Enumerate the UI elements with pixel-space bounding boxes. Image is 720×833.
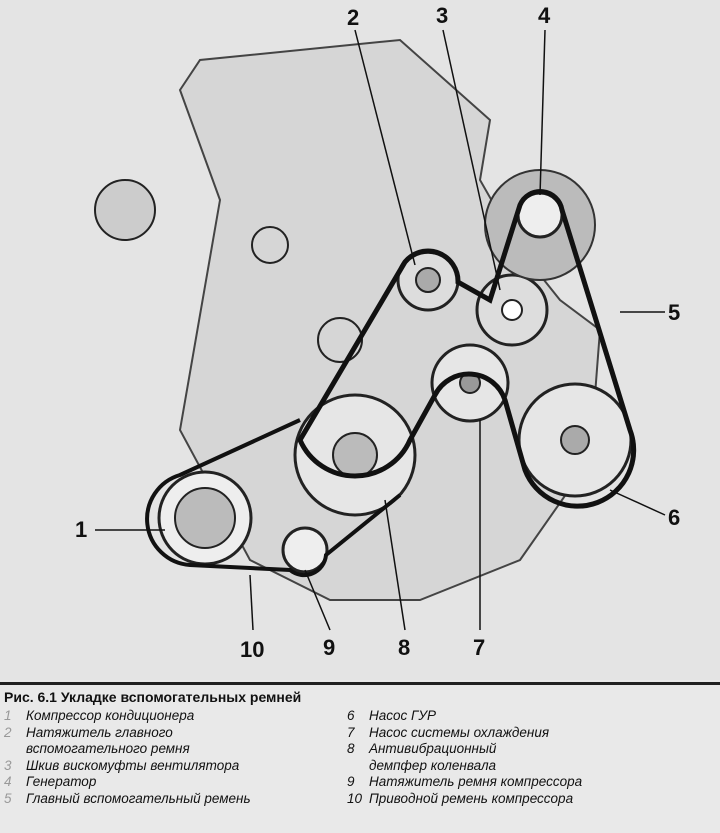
legend-text: Приводной ремень компрессора xyxy=(369,790,574,806)
legend-item: 4 Генератор xyxy=(4,774,251,791)
main-belt xyxy=(297,189,637,509)
legend-number: 9 xyxy=(347,774,355,789)
legend-text: Компрессор кондиционера xyxy=(26,708,195,723)
legend-item: 5 Главный вспомогательный ремень xyxy=(4,791,251,808)
legend-item: 10 Приводной ремень компрессора xyxy=(347,791,582,808)
engine-pulley xyxy=(94,179,156,241)
legend-number: 1 xyxy=(4,708,12,723)
callout-label: 1 xyxy=(75,517,88,542)
legend-number xyxy=(4,741,26,758)
divider xyxy=(0,682,720,685)
legend-number: 3 xyxy=(4,757,12,773)
engine-drawing xyxy=(94,29,666,631)
legend-number: 2 xyxy=(4,724,12,740)
legend-item: демпфер коленвала xyxy=(347,758,582,775)
callout-label: 8 xyxy=(398,635,411,660)
legend-item: 6 Насос ГУР xyxy=(347,708,582,725)
engine-boss xyxy=(251,226,289,264)
legend-item: 8 Антивибрационный xyxy=(347,741,582,758)
legend-item: 1 Компрессор кондиционера xyxy=(4,708,251,725)
callout-label: 3 xyxy=(436,3,449,28)
legend-number: 5 xyxy=(4,790,12,806)
legend-item: 9 Натяжитель ремня компрессора xyxy=(347,774,582,791)
belt-routing-diagram: 1 2 3 4 5 6 7 8 9 10 xyxy=(75,3,681,662)
legend-left: 1 Компрессор кондиционера 2 Натяжитель глав… xyxy=(4,708,251,807)
legend-text: Главный вспомогательный ремень xyxy=(26,790,251,806)
legend-text: вспомогательного ремня xyxy=(26,741,190,756)
legend-text: демпфер коленвала xyxy=(369,757,497,773)
legend-item: вспомогательного ремня xyxy=(4,741,251,758)
legend-number xyxy=(347,758,369,775)
legend-text: Натяжитель главного xyxy=(26,724,173,740)
legend-text: Шкив вискомуфты вентилятора xyxy=(26,757,240,773)
engine-boss xyxy=(317,317,363,363)
legend-text: Генератор xyxy=(26,774,97,789)
figure-caption: Рис. 6.1 Укладке вспомогательных ремней xyxy=(4,689,302,705)
callout-label: 9 xyxy=(323,635,336,660)
legend-text: Натяжитель ремня компрессора xyxy=(369,774,583,789)
callout-label: 7 xyxy=(473,635,486,660)
legend-text: Насос ГУР xyxy=(369,708,436,723)
legend-text: Антивибрационный xyxy=(369,741,497,756)
legend-number: 10 xyxy=(347,790,363,806)
callout-label: 6 xyxy=(668,505,681,530)
legend-item: 2 Натяжитель главного xyxy=(4,725,251,742)
compressor-hub xyxy=(174,487,236,549)
legend-item: 7 Насос системы охлаждения xyxy=(347,725,582,742)
compressor-belt xyxy=(145,418,402,578)
legend-item: 3 Шкив вискомуфты вентилятора xyxy=(4,758,251,775)
legend-number: 7 xyxy=(347,724,355,740)
callout-label: 5 xyxy=(668,300,681,325)
callout-label: 10 xyxy=(240,637,265,662)
callout-label: 2 xyxy=(347,5,360,30)
legend-number: 8 xyxy=(347,741,355,756)
compressor-tensioner xyxy=(281,526,329,574)
legend-number: 4 xyxy=(4,774,12,789)
callout-label: 4 xyxy=(538,3,551,28)
legend-text: Насос системы охлаждения xyxy=(369,724,550,740)
legend-right: 6 Насос ГУР 7 Насос системы охлаждения 8 Анти… xyxy=(347,708,582,807)
legend-number: 6 xyxy=(347,708,355,723)
